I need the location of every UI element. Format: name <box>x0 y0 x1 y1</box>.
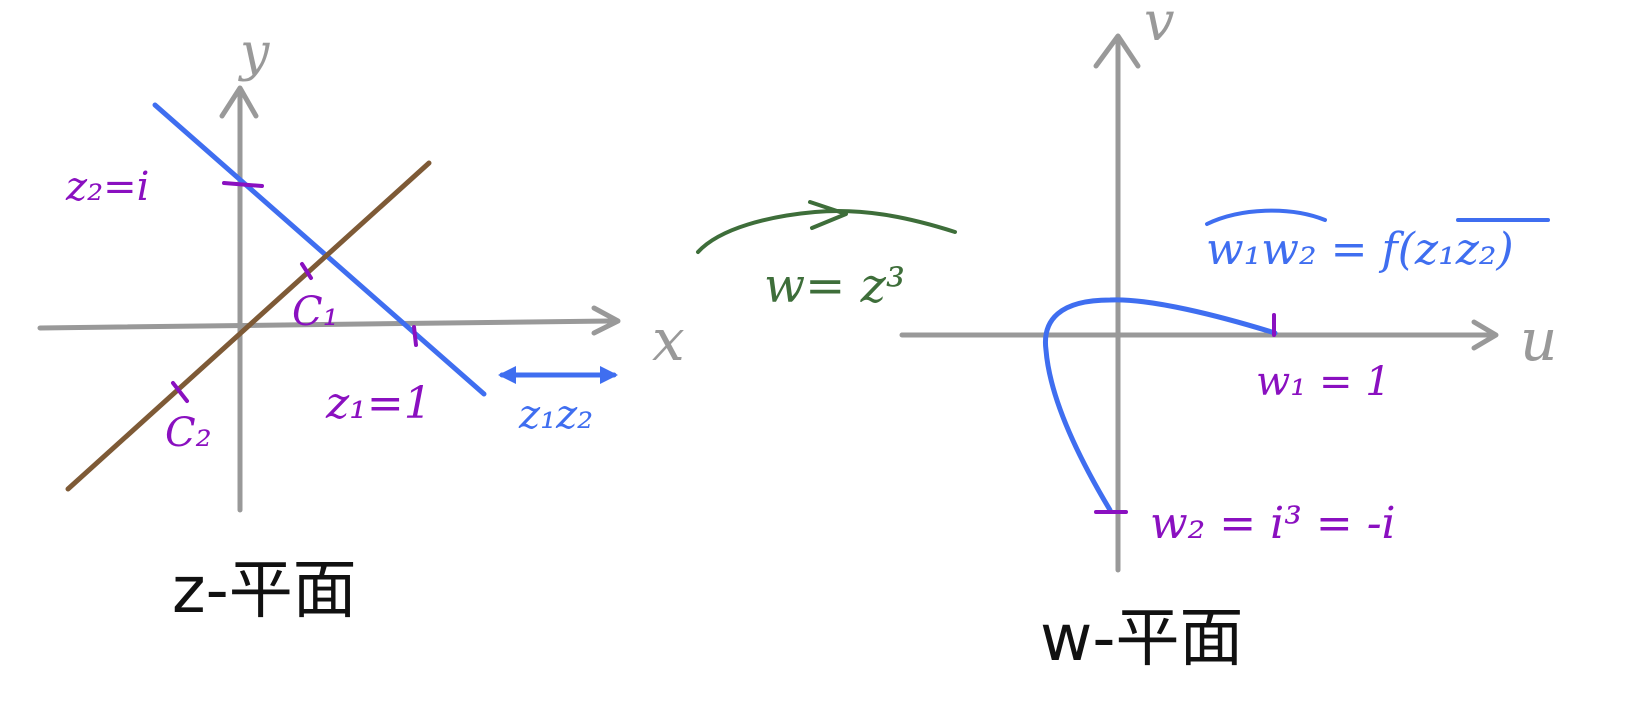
z-plane-x-axis-label: x <box>652 306 685 374</box>
segment-label: z₁z₂ <box>518 392 593 438</box>
z-plane: x y z₂=i C₁ C₂ z₁=1 z₁z₂ z-平面 <box>37 23 685 628</box>
image-arc-w1-w2 <box>1042 297 1278 513</box>
z-plane-y-arrowhead <box>219 85 259 119</box>
z-plane-x-arrowhead <box>591 305 621 336</box>
z-plane-caption: z-平面 <box>172 554 357 628</box>
z-plane-y-axis-label: y <box>238 23 270 83</box>
tick-c1 <box>300 262 313 280</box>
w-plane-v-axis-label: v <box>1144 0 1175 53</box>
c2-label: C₂ <box>165 410 212 456</box>
tick-c2 <box>171 381 189 403</box>
segment-z1-z2-line <box>152 102 487 397</box>
diagonal-line <box>65 160 432 492</box>
c1-label: C₁ <box>292 289 339 335</box>
z1-label: z₁=1 <box>325 378 432 429</box>
z-plane-x-axis <box>37 318 613 331</box>
w-plane-u-arrowhead <box>1471 319 1499 351</box>
z2-label: z₂=i <box>65 164 149 210</box>
arc-overline <box>1205 208 1327 226</box>
mapping-label: w= z³ <box>764 258 905 314</box>
tick-z1 <box>412 325 418 347</box>
tick-z2 <box>222 181 264 188</box>
w-plane-v-arrowhead <box>1093 33 1141 69</box>
mapping: w= z³ <box>696 200 957 314</box>
mapping-arrow-curve <box>696 208 957 254</box>
w-plane-u-axis-label: u <box>1520 306 1557 374</box>
segment-arrowhead-left <box>498 366 516 384</box>
segment-arrowhead-right <box>600 366 618 384</box>
w1-label: w₁ = 1 <box>1256 359 1391 405</box>
w-plane-caption: w-平面 <box>1040 602 1243 676</box>
arc-label: w₁w₂ = f(z₁z₂) <box>1206 224 1514 275</box>
w-plane: u v w₁ = 1 w₂ = i³ = -i w₁w₂ = f(z₁z₂) w… <box>899 0 1557 676</box>
w2-label: w₂ = i³ = -i <box>1150 498 1396 549</box>
mapping-arrowhead <box>808 200 848 230</box>
